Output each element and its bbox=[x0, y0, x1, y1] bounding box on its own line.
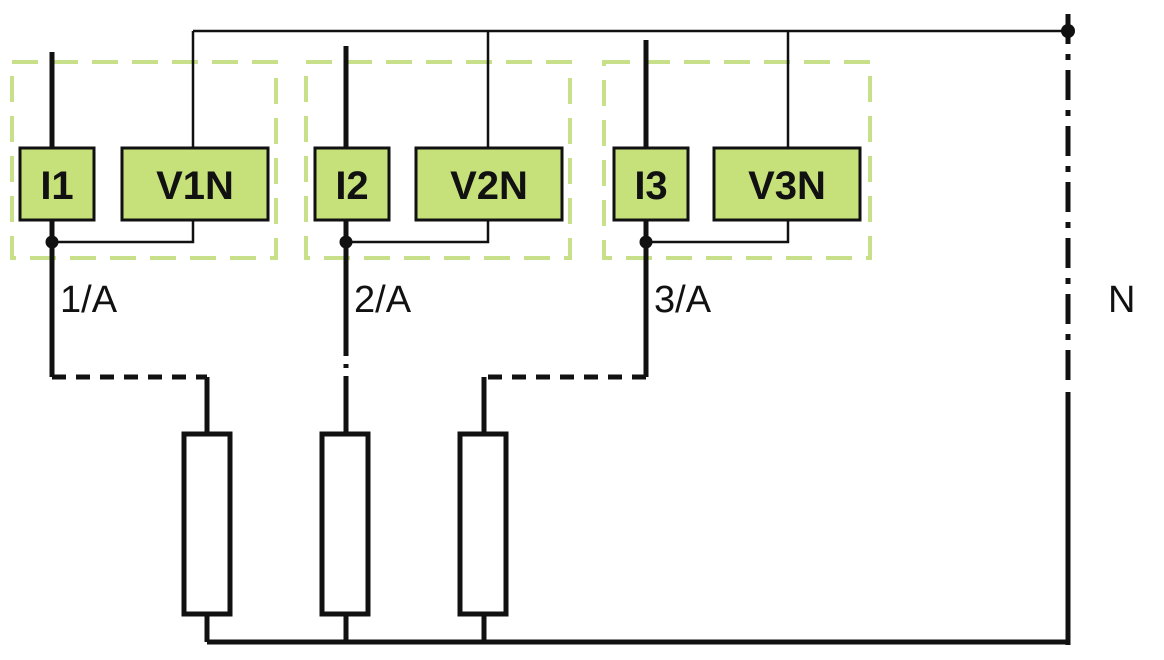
neutral-conductor bbox=[204, 14, 1071, 645]
loads bbox=[181, 431, 509, 617]
neutral-label: N bbox=[1108, 279, 1135, 321]
voltage-input-3-box bbox=[712, 146, 862, 222]
junction-dots bbox=[45, 24, 1075, 249]
voltage-reference-bus bbox=[52, 29, 1068, 244]
current-input-2-label: I2 bbox=[335, 164, 368, 208]
voltage-input-3-label: V3N bbox=[748, 164, 826, 208]
voltage-input-2-label: V2N bbox=[450, 164, 528, 208]
load-2-resistor bbox=[319, 431, 371, 617]
voltage-input-2-box bbox=[414, 146, 564, 222]
channel-1-group-outline bbox=[10, 60, 278, 260]
voltage-input-1-box bbox=[120, 146, 270, 222]
phase-2-label: 2/A bbox=[354, 279, 412, 321]
load-connections bbox=[52, 340, 646, 434]
voltage-input-1-label: V1N bbox=[156, 164, 234, 208]
current-input-2-box bbox=[313, 146, 391, 222]
current-input-3-box bbox=[612, 146, 690, 222]
load-1-resistor bbox=[181, 431, 233, 617]
neutral-junction-dot bbox=[1061, 24, 1075, 38]
v3n-bottom-wire bbox=[646, 220, 790, 244]
phase-labels: 1/A 2/A 3/A N bbox=[60, 279, 1135, 321]
phase-3-label: 3/A bbox=[654, 279, 712, 321]
phase-3-junction-dot bbox=[639, 235, 653, 249]
channel-3-group-outline bbox=[602, 60, 872, 260]
measurement-modules bbox=[18, 146, 862, 222]
phase-1-junction-dot bbox=[45, 235, 59, 249]
current-input-3-label: I3 bbox=[634, 164, 667, 208]
load-3-resistor bbox=[457, 431, 509, 617]
current-input-1-box bbox=[18, 146, 96, 222]
group-outlines bbox=[10, 60, 872, 260]
phase-2-junction-dot bbox=[339, 235, 353, 249]
channel-2-group-outline bbox=[304, 60, 572, 260]
module-labels: I1 V1N I2 V2N I3 V3N bbox=[40, 164, 826, 208]
current-input-1-label: I1 bbox=[40, 164, 73, 208]
v2n-bottom-wire bbox=[346, 220, 490, 244]
v1n-bottom-wire bbox=[52, 220, 195, 244]
phase-1-label: 1/A bbox=[60, 279, 118, 321]
